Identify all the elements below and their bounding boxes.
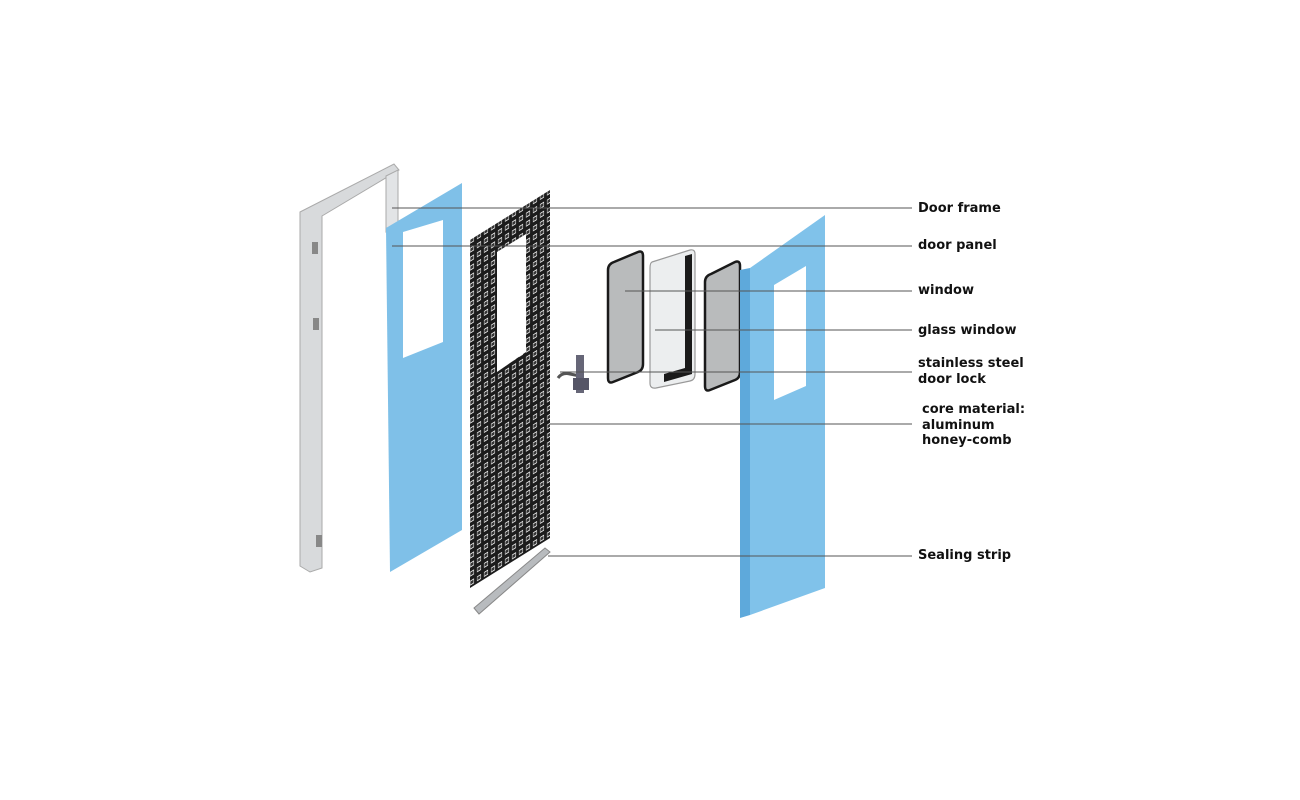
window-frame-part — [649, 249, 696, 389]
label-door-panel: door panel — [918, 238, 997, 253]
label-door-lock: stainless steel door lock — [918, 356, 1024, 387]
glass-pane-front — [606, 250, 645, 384]
door-panel-part — [386, 183, 462, 572]
honeycomb-core-part — [470, 190, 550, 588]
hinge-icon — [312, 242, 318, 254]
hinge-icon — [316, 535, 322, 547]
glass-pane-back — [703, 260, 742, 392]
door-lock-part — [556, 355, 589, 393]
door-panel-back-part — [740, 215, 825, 618]
label-sealing-strip: Sealing strip — [918, 548, 1012, 563]
leader-lines — [392, 207, 912, 557]
label-core-material: core material: aluminum honey-comb — [922, 402, 1026, 448]
label-door-frame: Door frame — [918, 201, 1001, 216]
hinge-icon — [313, 318, 319, 330]
label-window: window — [918, 283, 974, 298]
label-glass-window: glass window — [918, 323, 1017, 338]
sealing-strip-part — [473, 547, 551, 615]
door-frame-part — [299, 163, 400, 573]
